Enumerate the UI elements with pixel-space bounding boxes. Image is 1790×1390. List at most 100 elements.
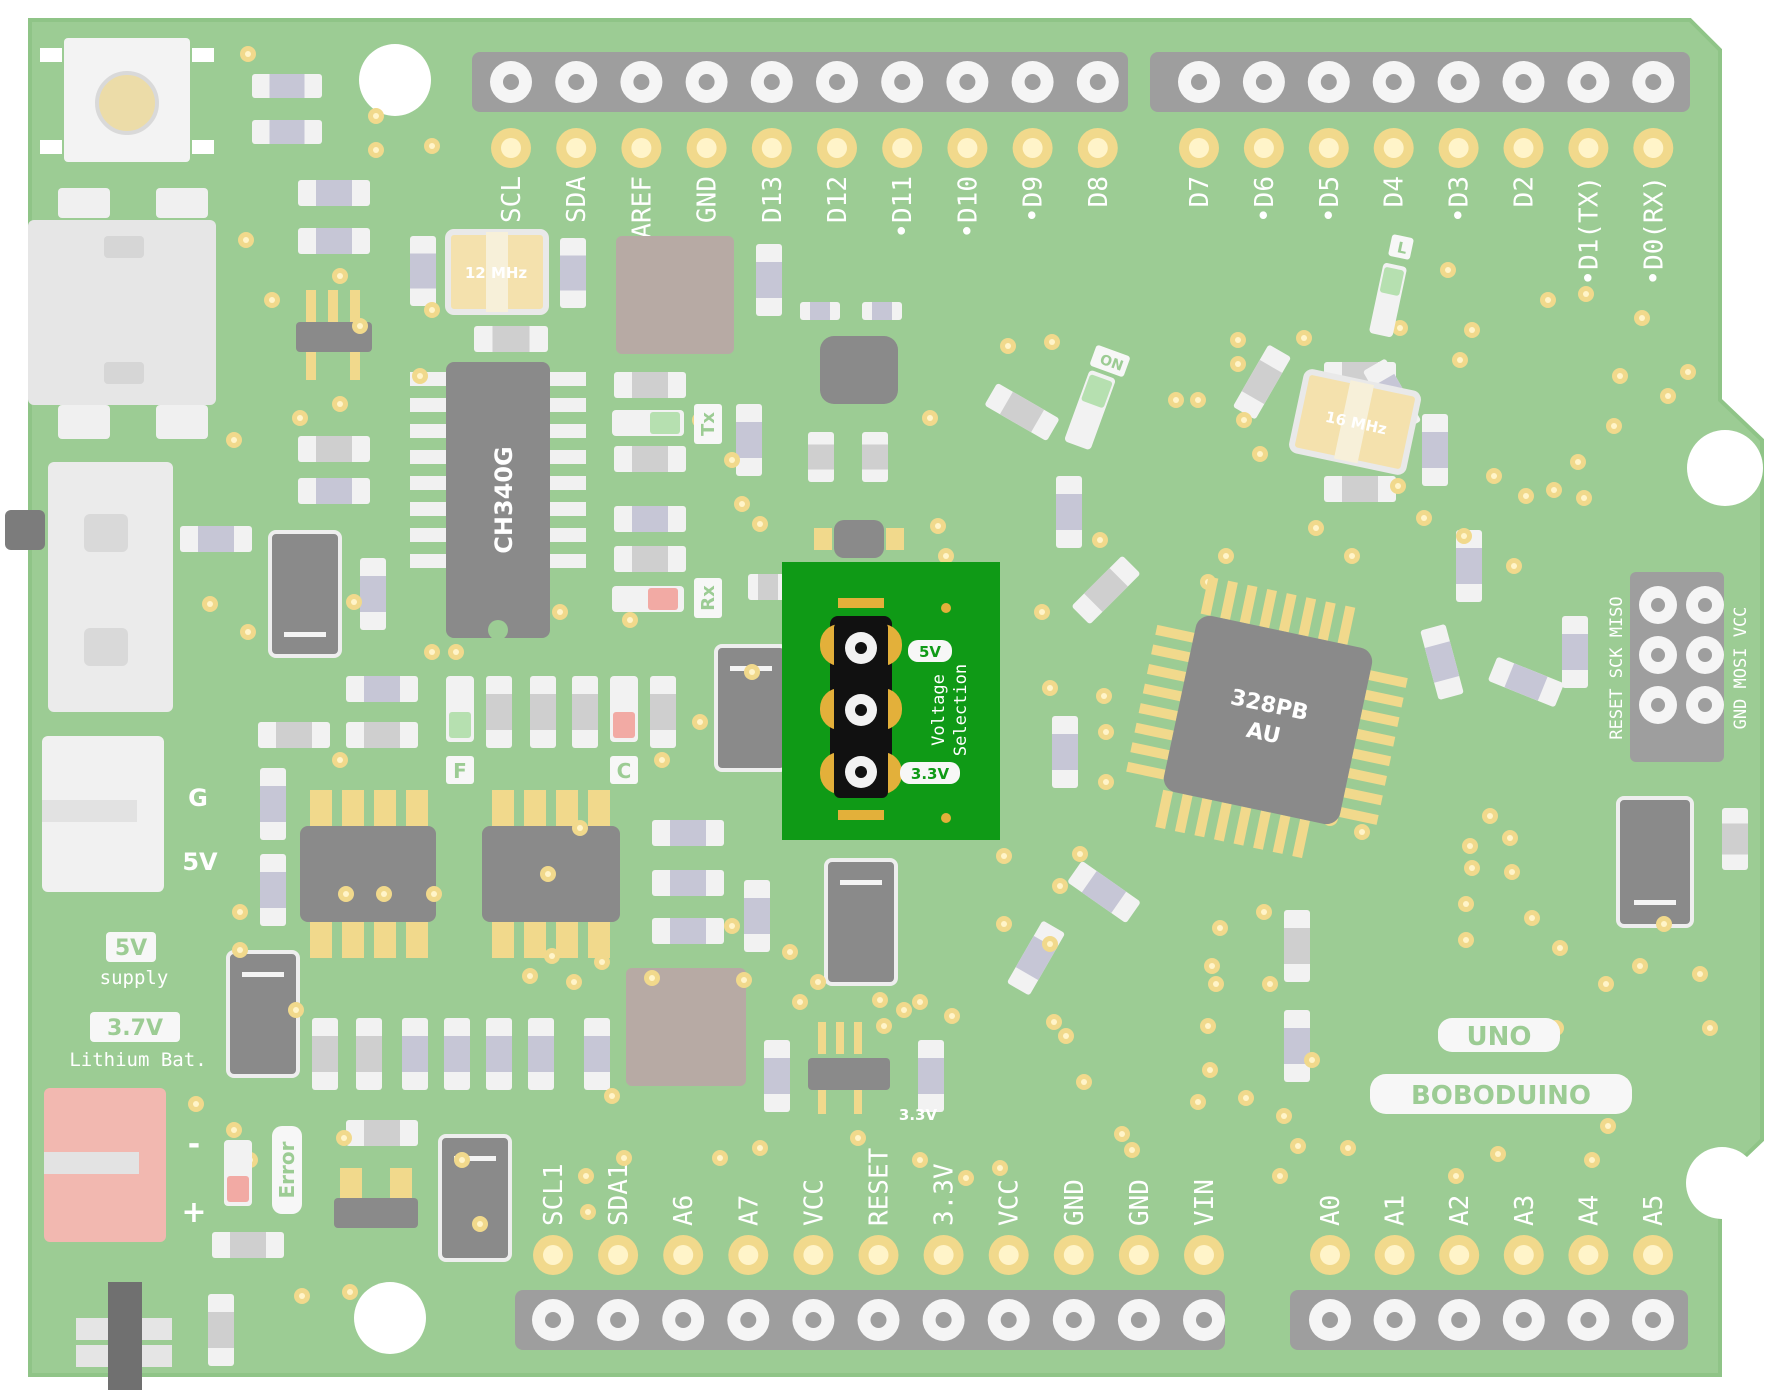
icsp-pin[interactable] — [1686, 636, 1724, 674]
header-pin[interactable] — [1372, 61, 1415, 103]
icsp-pin[interactable] — [1686, 586, 1724, 624]
smd-capacitor — [260, 768, 286, 840]
header-pad — [1179, 128, 1219, 168]
battery-connector[interactable] — [44, 1088, 166, 1242]
header-pin[interactable] — [1178, 61, 1220, 103]
voltage-selection-module[interactable] — [782, 562, 1000, 840]
via — [1200, 1018, 1216, 1034]
header-pin[interactable] — [597, 1299, 640, 1341]
usb-connector[interactable] — [28, 188, 216, 439]
icsp-pin[interactable] — [1639, 686, 1677, 724]
smd-passive — [985, 383, 1059, 441]
icsp-pin[interactable] — [1639, 636, 1677, 674]
header-pad — [1243, 128, 1284, 168]
smd-capacitor — [1052, 716, 1078, 788]
header-pin[interactable] — [727, 1299, 770, 1341]
header-pin[interactable] — [922, 1299, 965, 1341]
icsp-pin[interactable] — [1686, 686, 1724, 724]
smd-resistor — [252, 120, 322, 144]
header-pin[interactable] — [1502, 1299, 1545, 1341]
header-pad — [1503, 1235, 1544, 1275]
smd-resistor — [298, 436, 370, 462]
smd-resistor — [298, 228, 370, 254]
via — [1296, 330, 1312, 346]
via — [1632, 958, 1648, 974]
header-pin[interactable] — [857, 1299, 900, 1341]
mcu-lead — [1134, 722, 1174, 741]
header-pin[interactable] — [1117, 1299, 1160, 1341]
brand-label: BOBODUINO — [1411, 1081, 1591, 1111]
header-pin[interactable] — [792, 1299, 835, 1341]
led-l — [1369, 263, 1407, 337]
header-pin[interactable] — [1567, 61, 1610, 103]
via — [338, 886, 354, 902]
battery-plus-label: + — [181, 1195, 206, 1230]
header-pin[interactable] — [987, 1299, 1030, 1341]
via — [1052, 878, 1068, 894]
mcu-lead — [1318, 601, 1336, 641]
via — [232, 904, 248, 920]
header-pin[interactable] — [555, 61, 598, 103]
header-pin[interactable] — [1183, 1299, 1225, 1341]
supply-5v-label: 5V — [115, 936, 147, 961]
smd-capacitor — [486, 676, 512, 748]
header-pin[interactable] — [1437, 61, 1480, 103]
header-pin[interactable] — [1052, 1299, 1095, 1341]
via — [1458, 932, 1474, 948]
led-f-label: F — [453, 759, 467, 783]
via — [1252, 446, 1268, 462]
header-pin[interactable] — [1076, 61, 1119, 103]
header-pin[interactable] — [685, 61, 728, 103]
via — [292, 410, 308, 426]
power-switch[interactable] — [5, 462, 173, 712]
header-pin[interactable] — [1502, 61, 1545, 103]
via — [240, 624, 256, 640]
header-pin[interactable] — [490, 61, 532, 103]
led-on-label: ON — [1098, 352, 1126, 375]
via — [1656, 916, 1672, 932]
smd-resistor — [614, 446, 686, 472]
header-pin[interactable] — [1567, 1299, 1610, 1341]
header-pin[interactable] — [1373, 1299, 1416, 1341]
header-pin[interactable] — [946, 61, 989, 103]
via — [1390, 478, 1406, 494]
header-pin[interactable] — [1011, 61, 1054, 103]
header-pin[interactable] — [881, 61, 924, 103]
header-pin[interactable] — [816, 61, 858, 103]
header-pin[interactable] — [1309, 1299, 1351, 1341]
via — [1308, 520, 1324, 536]
smd-capacitor — [1056, 476, 1082, 548]
header-pad — [533, 1235, 573, 1275]
header-pin[interactable] — [1632, 1299, 1674, 1341]
via — [1034, 604, 1050, 620]
icsp-pin[interactable] — [1639, 586, 1677, 624]
ic-soic-1 — [300, 790, 436, 958]
smd-resistor — [652, 918, 724, 944]
header-pin[interactable] — [532, 1299, 574, 1341]
header-pin[interactable] — [1242, 61, 1285, 103]
supply-bat-label: 3.7V — [107, 1016, 163, 1041]
via — [1458, 896, 1474, 912]
via — [448, 644, 464, 660]
via — [578, 1168, 594, 1184]
header-pin[interactable] — [662, 1299, 705, 1341]
mcu-pins — [1126, 576, 1408, 859]
via — [1204, 958, 1220, 974]
via — [1262, 976, 1278, 992]
slide-switch-q8[interactable] — [76, 1282, 172, 1390]
led-l-tag — [1388, 234, 1414, 260]
via — [692, 714, 708, 730]
reset-button[interactable] — [40, 38, 214, 162]
header-pin[interactable] — [1438, 1299, 1481, 1341]
header-pin[interactable] — [750, 61, 793, 103]
header-pin[interactable] — [1632, 61, 1675, 103]
via — [744, 664, 760, 680]
header-pin[interactable] — [620, 61, 663, 103]
via — [226, 432, 242, 448]
mcu-lead — [1343, 787, 1383, 806]
via — [342, 1284, 358, 1300]
via — [1518, 488, 1534, 504]
header-pin[interactable] — [1307, 61, 1350, 103]
smd-passive — [1488, 657, 1564, 707]
